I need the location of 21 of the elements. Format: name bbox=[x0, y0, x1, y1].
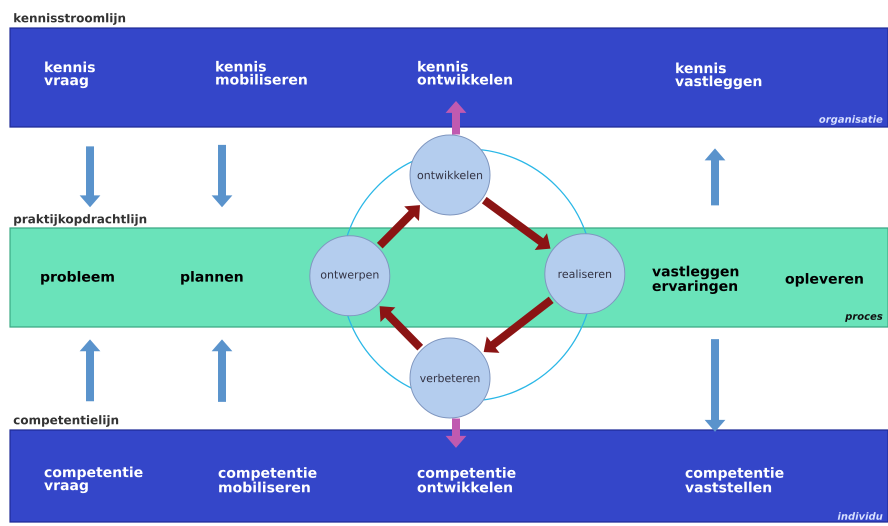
step-label: probleem bbox=[41, 271, 114, 285]
band-heading: praktijkopdrachtlijn bbox=[14, 214, 146, 226]
step-label: competentie vaststellen bbox=[685, 467, 784, 492]
step-label: vastleggen ervaringen bbox=[652, 266, 738, 294]
band-heading: kennisstroomlijn bbox=[14, 13, 126, 25]
band-tag: proces bbox=[845, 314, 882, 322]
step-label: competentie vraag bbox=[44, 466, 142, 494]
step-label: kennis ontwikkelen bbox=[418, 60, 512, 85]
band-tag: organisatie bbox=[819, 115, 882, 125]
step-label: kennis mobiliseren bbox=[216, 60, 307, 85]
arrow bbox=[484, 296, 554, 353]
step-label: kennis vraag bbox=[44, 61, 95, 88]
band-heading: competentielijn bbox=[14, 415, 118, 427]
arrow bbox=[380, 306, 424, 350]
step-label: competentie mobiliseren bbox=[218, 467, 316, 492]
step-label: opleveren bbox=[786, 273, 863, 287]
arrow bbox=[482, 196, 550, 250]
step-label: kennis vastleggen bbox=[675, 62, 762, 90]
band-tag: individu bbox=[838, 512, 883, 520]
step-label: plannen bbox=[181, 271, 243, 285]
step-label: competentie ontwikkelen bbox=[418, 467, 516, 492]
